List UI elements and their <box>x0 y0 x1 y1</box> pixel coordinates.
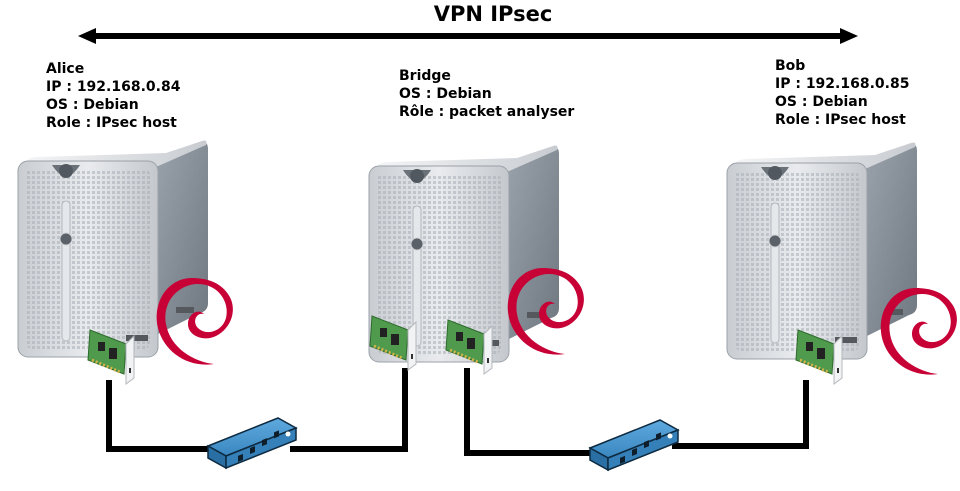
node-ip: IP : 192.168.0.85 <box>775 76 910 92</box>
arrow-right-head-icon <box>840 28 858 44</box>
node-name: Alice <box>46 61 85 77</box>
node-os: OS : Debian <box>399 86 492 102</box>
link-alice-switch1 <box>106 380 215 452</box>
server-bob[interactable] <box>726 142 957 386</box>
vpn-span-arrow <box>78 28 858 44</box>
node-label-bob: Bob IP : 192.168.0.85 OS : Debian Role :… <box>775 57 909 129</box>
link-bridge-switch2 <box>464 368 597 456</box>
node-role: Role : IPsec host <box>46 115 177 131</box>
diagram-title: VPN IPsec <box>433 2 553 26</box>
arrow-left-head-icon <box>78 28 96 44</box>
node-label-alice: Alice IP : 192.168.0.84 OS : Debian Role… <box>46 60 180 132</box>
server-tower-icon <box>17 140 209 358</box>
network-switch-2[interactable] <box>589 419 679 471</box>
server-alice[interactable] <box>17 140 233 386</box>
node-label-bridge: Bridge OS : Debian Rôle : packet analyse… <box>399 67 574 121</box>
cables <box>106 368 809 456</box>
debian-swirl-icon <box>880 288 957 375</box>
node-name: Bridge <box>399 68 451 84</box>
node-role: Rôle : packet analyser <box>399 104 575 120</box>
node-os: OS : Debian <box>46 97 139 113</box>
node-ip: IP : 192.168.0.84 <box>46 79 181 95</box>
server-bridge[interactable] <box>368 145 584 376</box>
network-switch-1[interactable] <box>207 417 297 469</box>
node-role: Role : IPsec host <box>775 112 906 128</box>
link-switch2-bob <box>672 380 809 449</box>
node-os: OS : Debian <box>775 94 868 110</box>
link-switch1-bridge <box>290 368 408 452</box>
node-name: Bob <box>775 58 806 74</box>
